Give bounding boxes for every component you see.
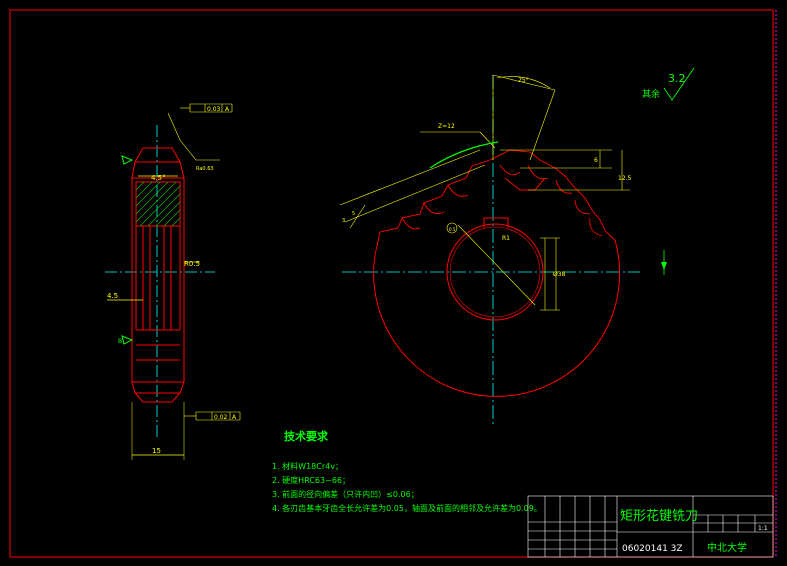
roughness-symbol [663,67,695,101]
offset-dim-label: 4.5 [107,292,118,300]
tolerance-bottom-label: 0.02 [214,414,228,421]
requirement-item: 4. 各刃齿基本牙齿全长允许差为0.05，轴面及前面的相邻及允许差为0.09。 [272,503,542,513]
dim-6-label: 6 [594,157,598,164]
part-name: 矩形花键铣刀 [620,508,698,524]
roughness-value: 3.2 [668,72,686,85]
dim-small-b-label: 5 [352,211,355,217]
radius-label: R0.5 [184,260,200,268]
section-width-label: 4.5° [151,174,166,182]
roughness-note-label: Ra0.63 [196,166,214,172]
side-view [105,103,241,460]
school-name: 中北大学 [707,541,747,554]
tolerance-top-label: 0.03 [207,106,221,113]
dim-small-a-label: 3 [342,218,345,224]
bore-dim-label: Ø38 [553,271,566,278]
requirement-item: 2. 硬度HRC63~66； [272,475,350,485]
angle-25-label: 25° [518,77,529,84]
dim-small-c-label: 0.5 [449,227,456,232]
front-view [339,74,667,425]
datum-b-label: B [118,338,122,345]
dim-12-label: 12.5 [618,175,632,182]
requirement-item: 3. 前面的径向偏差（只许内凹）≤0.06； [272,489,419,499]
roughness-label: 其余 [642,88,660,100]
requirement-item: 1. 材料W18Cr4v； [272,461,343,471]
drawing-border [9,9,774,558]
datum-top-label: A [225,106,230,113]
thickness-dim-label: 15 [152,447,161,455]
drawing-number: 06020141 3Z [622,544,683,554]
tooth-count-label: Z=12 [438,123,455,130]
r1-label: R1 [502,235,510,242]
datum-bottom-label: A [232,414,237,421]
title-block [527,495,774,558]
scale-value: 1:1 [758,525,768,532]
requirements-title: 技术要求 [284,429,329,443]
